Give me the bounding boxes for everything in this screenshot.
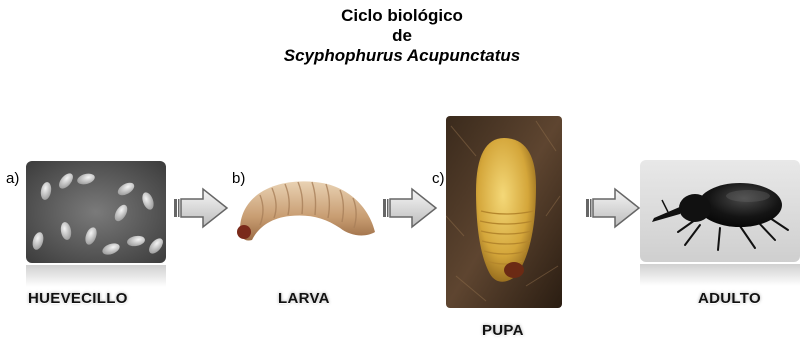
adult-weevil-photo — [640, 160, 800, 262]
arrow-right-icon — [585, 187, 641, 234]
stage-label-pupa: PUPA — [482, 322, 524, 339]
eggs-photo — [26, 161, 166, 263]
larva-photo — [230, 170, 380, 250]
title-line-1: Ciclo biológico — [0, 6, 804, 26]
stage-a-letter: a) — [6, 170, 19, 187]
arrow-right-icon — [382, 187, 438, 234]
stage-label-adulto: ADULTO — [698, 290, 761, 307]
title-species-name: Scyphophurus Acupunctatus — [0, 46, 804, 66]
arrow-right-icon — [173, 187, 229, 234]
stage-c-letter: c) — [432, 170, 445, 187]
pupa-photo — [446, 116, 562, 308]
eggs-reflection — [26, 265, 166, 287]
adult-reflection — [640, 264, 800, 286]
stage-label-huevecillo: HUEVECILLO — [28, 290, 128, 307]
diagram-title: Ciclo biológico de Scyphophurus Acupunct… — [0, 6, 804, 66]
stage-label-larva: LARVA — [278, 290, 330, 307]
title-line-2: de — [0, 26, 804, 46]
